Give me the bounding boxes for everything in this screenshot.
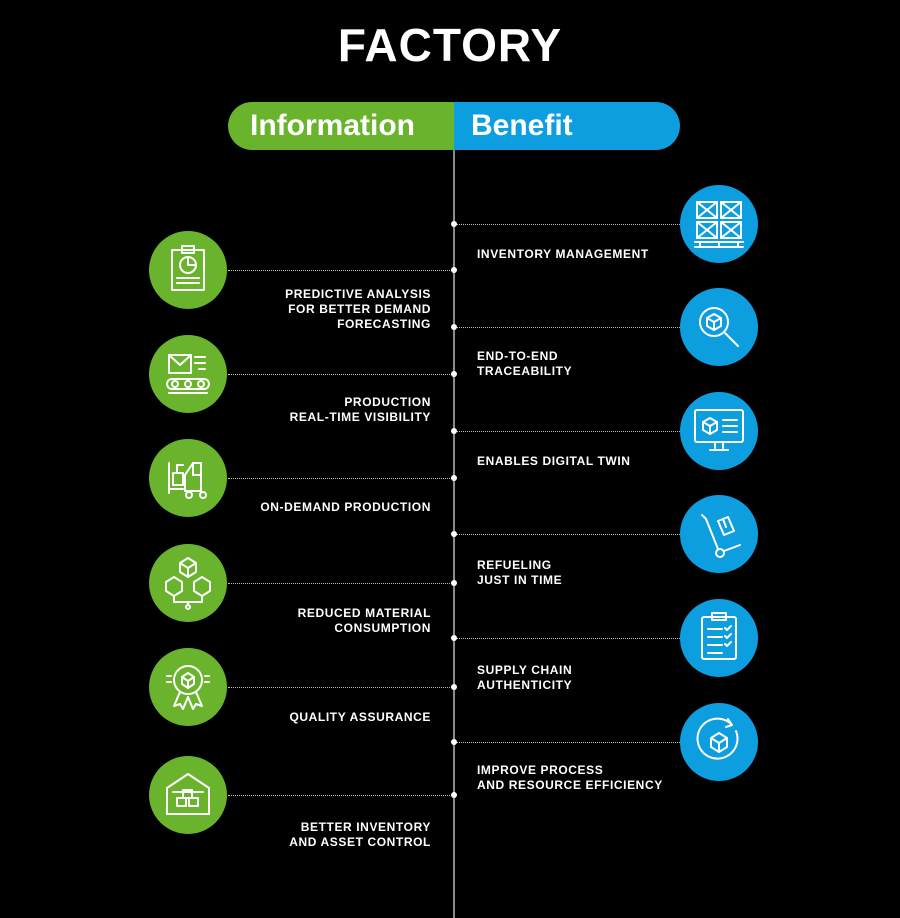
timeline-dot [451,580,457,586]
page-title: FACTORY [337,19,563,71]
benefit-label: ENABLES DIGITAL TWIN [477,454,631,469]
label-line: PRODUCTION [344,395,431,409]
connector-line [228,270,454,271]
information-item-circle [149,439,227,517]
benefit-item-circle [680,392,758,470]
label-line: QUALITY ASSURANCE [289,710,431,724]
label-line: REDUCED MATERIAL [297,606,431,620]
timeline-dot [451,684,457,690]
label-line: AND RESOURCE EFFICIENCY [477,778,663,792]
connector-line [454,742,680,743]
connector-line [228,374,454,375]
timeline-dot [451,475,457,481]
benefit-item-circle [680,599,758,677]
benefit-item-circle [680,495,758,573]
label-line: AUTHENTICITY [477,678,573,692]
label-line: IMPROVE PROCESS [477,763,604,777]
information-item-circle [149,756,227,834]
timeline-dot [451,792,457,798]
label-line: JUST IN TIME [477,573,563,587]
benefit-header: Benefit [454,102,680,150]
label-line: SUPPLY CHAIN [477,663,573,677]
timeline-dot [451,371,457,377]
label-line: INVENTORY MANAGEMENT [477,247,649,261]
connector-line [228,583,454,584]
information-header: Information [228,102,454,150]
label-line: AND ASSET CONTROL [289,835,431,849]
label-line: END-TO-END [477,349,559,363]
timeline-dot [451,267,457,273]
label-line: FOR BETTER DEMAND [288,302,431,316]
timeline-dot [451,324,457,330]
information-label: QUALITY ASSURANCE [289,710,431,725]
benefit-item-circle [680,185,758,263]
information-item-circle [149,648,227,726]
timeline-dot [451,221,457,227]
information-item-circle [149,544,227,622]
information-item-circle [149,335,227,413]
label-line: PREDICTIVE ANALYSIS [285,287,431,301]
benefit-item-circle [680,288,758,366]
connector-line [454,327,680,328]
benefit-item-circle [680,703,758,781]
connector-line [228,478,454,479]
connector-line [454,431,680,432]
connector-line [454,638,680,639]
label-line: TRACEABILITY [477,364,573,378]
label-line: REFUELING [477,558,552,572]
timeline-dot [451,739,457,745]
label-line: FORECASTING [337,317,431,331]
label-line: CONSUMPTION [334,621,431,635]
timeline-dot [451,428,457,434]
label-line: ENABLES DIGITAL TWIN [477,454,631,468]
connector-line [228,687,454,688]
label-line: BETTER INVENTORY [300,820,431,834]
connector-line [454,534,680,535]
label-line: ON-DEMAND PRODUCTION [260,500,431,514]
information-item-circle [149,231,227,309]
timeline-dot [451,635,457,641]
information-label: ON-DEMAND PRODUCTION [260,500,431,515]
benefit-label: INVENTORY MANAGEMENT [477,247,649,262]
connector-line [454,224,680,225]
timeline-dot [451,531,457,537]
connector-line [228,795,454,796]
label-line: REAL-TIME VISIBILITY [289,410,431,424]
